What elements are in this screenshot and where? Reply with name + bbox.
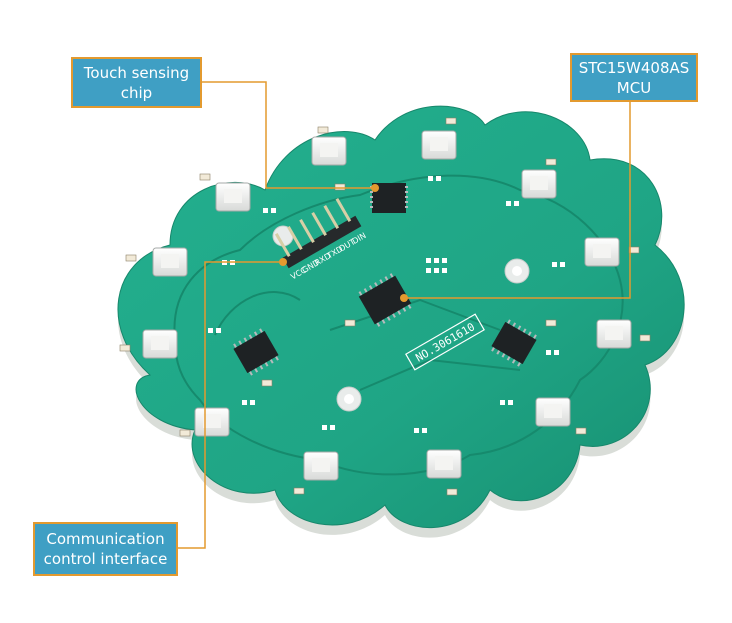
callout-touch-line2: chip xyxy=(120,83,153,102)
driver-chip-left xyxy=(233,328,279,376)
callout-touch-line1: Touch sensing xyxy=(83,63,190,82)
led-3 xyxy=(521,169,557,199)
led-2 xyxy=(421,130,457,160)
callout-touch-sensing-chip: Touch sensing chip xyxy=(71,57,202,108)
led-6 xyxy=(535,397,571,427)
leader-line-comm xyxy=(178,261,282,549)
mcu-chip xyxy=(358,273,412,327)
callout-communication-interface: Communication control interface xyxy=(33,522,178,576)
pcb-board xyxy=(117,105,685,529)
led-1 xyxy=(311,136,347,166)
callout-mcu: STC15W408AS MCU xyxy=(570,53,698,102)
callout-mcu-line2: MCU xyxy=(616,78,652,97)
driver-chip-right xyxy=(491,319,537,367)
led-9 xyxy=(194,407,230,437)
leader-dot-touch xyxy=(371,184,379,192)
leader-lines xyxy=(178,81,631,549)
callout-mcu-line1: STC15W408AS xyxy=(578,58,690,77)
led-10 xyxy=(142,329,178,359)
leader-line-touch xyxy=(202,81,374,189)
leader-dot-comm xyxy=(279,258,287,266)
led-4 xyxy=(584,237,620,267)
led-8 xyxy=(303,451,339,481)
mounting-hole-bottom xyxy=(336,386,362,412)
led-ring xyxy=(142,130,632,481)
callout-comm-line1: Communication xyxy=(46,530,165,548)
callout-comm-line2: control interface xyxy=(43,550,168,568)
mounting-hole-right xyxy=(504,258,530,284)
led-12 xyxy=(215,182,251,212)
leader-dot-mcu xyxy=(400,294,408,302)
leader-line-mcu xyxy=(404,102,631,299)
leader-dots xyxy=(279,184,408,302)
led-7 xyxy=(426,449,462,479)
led-11 xyxy=(152,247,188,277)
led-5 xyxy=(596,319,632,349)
smd-components xyxy=(119,117,651,496)
